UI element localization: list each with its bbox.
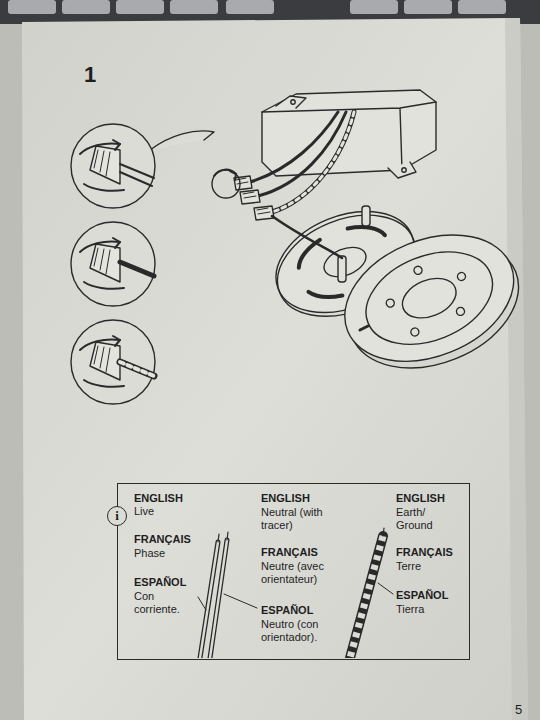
canopy-ring: [352, 234, 506, 361]
canopy-hole: [413, 265, 423, 275]
ear-hole: [291, 100, 295, 104]
wire-name: Neutre (avec orientateur): [261, 560, 341, 586]
info-icon: i: [107, 506, 127, 526]
wire-name: Con corriente.: [134, 590, 194, 616]
earth-wire-stripes: [272, 112, 354, 212]
canopy-center: [397, 271, 462, 325]
keys: [8, 0, 506, 14]
live-wire: [200, 542, 218, 658]
language-heading: FRANÇAIS: [134, 533, 191, 546]
box-ear: [388, 162, 416, 178]
canopy-disk: [326, 211, 533, 384]
conductor-tip: [383, 528, 384, 536]
wire-name: Neutral (with tracer): [261, 506, 341, 532]
ear-hole: [402, 168, 406, 172]
language-heading: ESPAÑOL: [396, 589, 448, 602]
wire-name: Live: [134, 505, 154, 518]
wire-bundle: [272, 216, 342, 258]
wire-name: Neutro (con orientador).: [261, 618, 341, 644]
wire-name: Terre: [396, 560, 421, 573]
language-heading: FRANÇAIS: [261, 546, 318, 559]
paper-page: [22, 18, 528, 720]
twist-circle: [212, 170, 240, 198]
language-heading: ENGLISH: [261, 492, 310, 505]
canopy-hole: [456, 271, 466, 281]
neutral-wire: [258, 112, 346, 196]
callout-tail: [150, 131, 214, 150]
screw: [338, 256, 346, 282]
canopy-pin: [360, 326, 368, 330]
earth-wire: [272, 112, 354, 212]
language-heading: ESPAÑOL: [134, 576, 186, 589]
detail-earth: [71, 320, 155, 404]
canopy-hole: [455, 306, 465, 316]
page-number: 5: [515, 702, 522, 717]
language-heading: FRANÇAIS: [396, 546, 453, 559]
detail-live: [71, 124, 155, 208]
legend-box: ENGLISHLiveFRANÇAISPhaseESPAÑOLCon corri…: [117, 483, 470, 660]
earth-wire: [350, 536, 383, 658]
wire-name: Phase: [134, 547, 165, 560]
language-heading: ENGLISH: [134, 492, 183, 505]
arrowhead: [230, 171, 236, 180]
language-heading: ENGLISH: [396, 492, 445, 505]
canopy-hole: [410, 327, 420, 337]
box-edge: [262, 102, 436, 170]
neutral-wire: [210, 540, 227, 658]
language-heading: ESPAÑOL: [261, 604, 313, 617]
detail-neutral: [71, 222, 155, 306]
language-heading: i: [108, 507, 126, 524]
nut-ribs: [236, 178, 270, 214]
canopy-hole: [385, 298, 395, 308]
wire-name: Earth/ Ground: [396, 506, 444, 532]
screw: [362, 206, 370, 226]
step-number: 1: [84, 62, 96, 88]
box-ear: [276, 96, 306, 108]
page-shadow: [505, 18, 528, 720]
conductor-tip: [218, 532, 228, 542]
wire-name: Tierra: [396, 603, 424, 616]
